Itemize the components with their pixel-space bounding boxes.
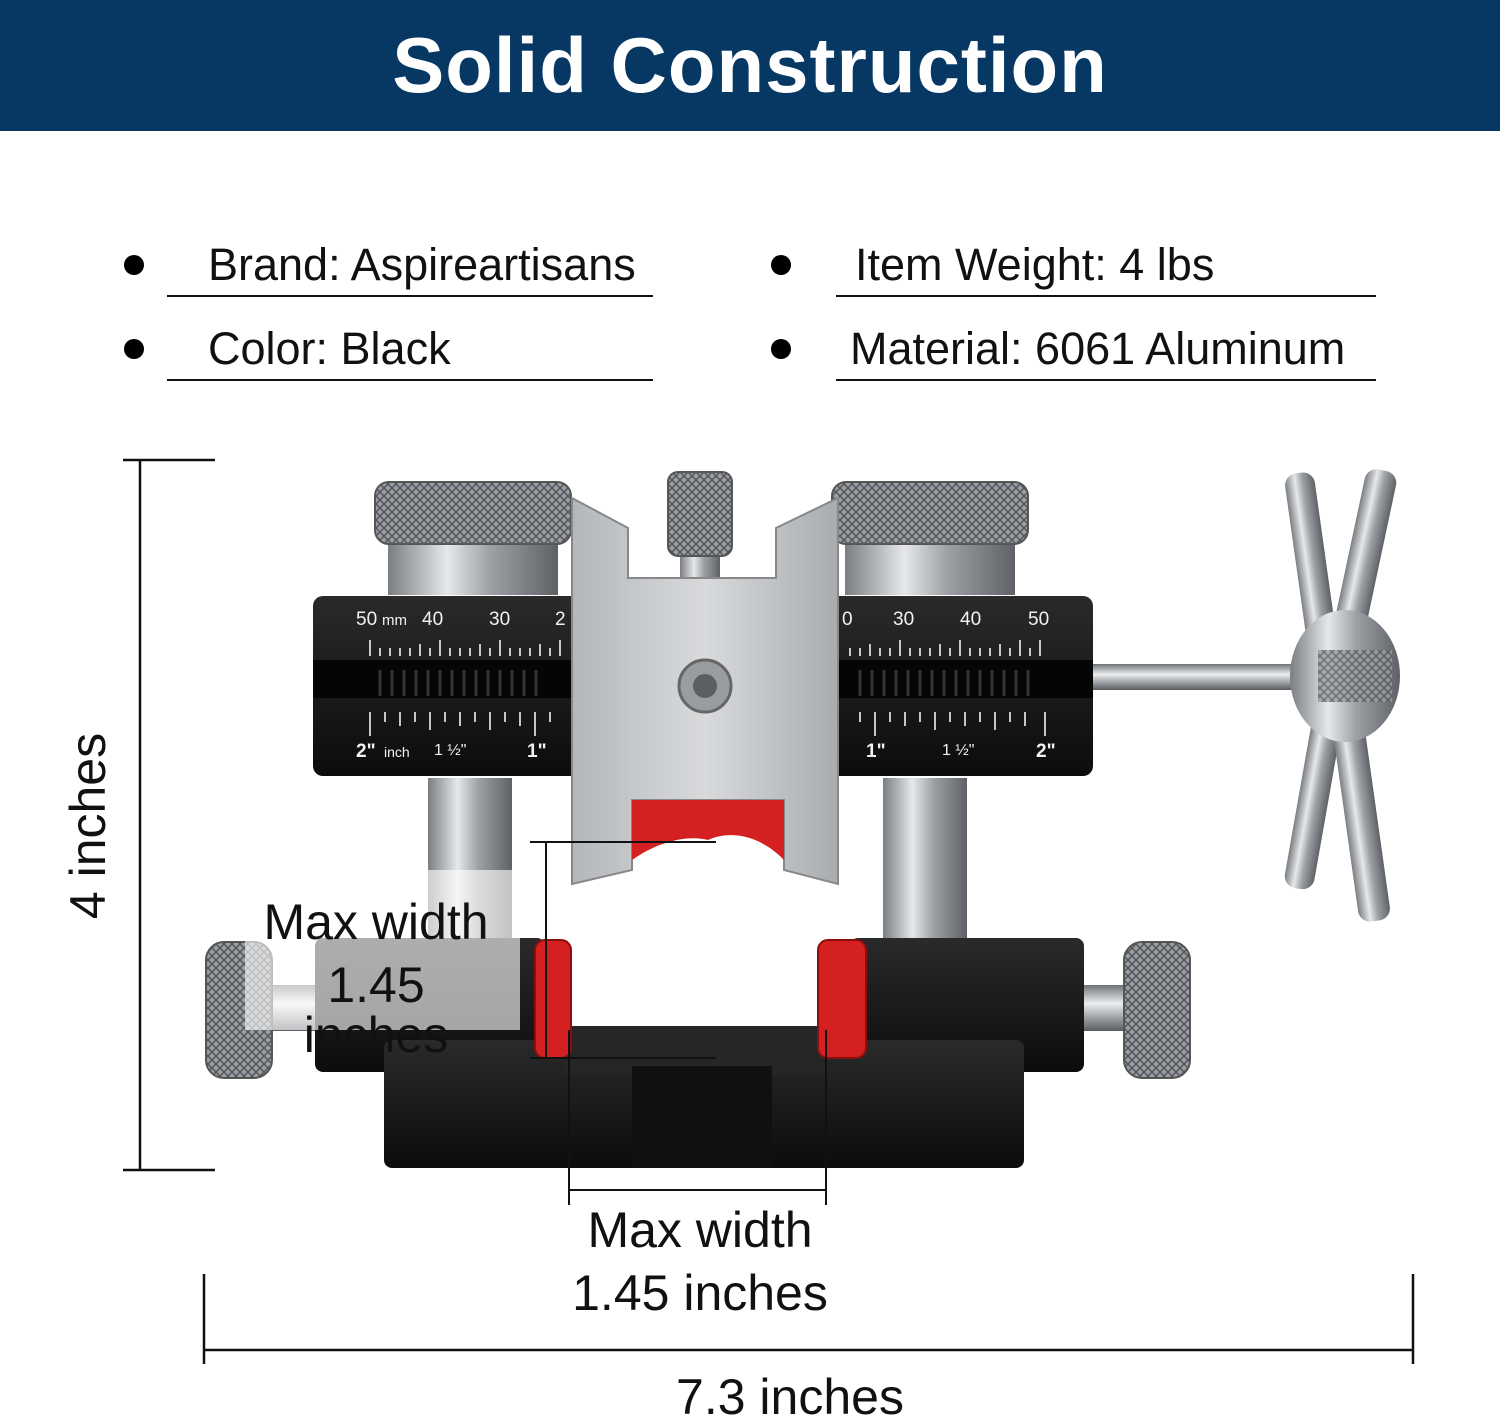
- ruler-mm-label: 0: [842, 609, 853, 630]
- height-label: 4 inches: [60, 732, 116, 920]
- spec-weight-underline: [836, 295, 1376, 297]
- ruler-inch-label: 1": [866, 741, 886, 762]
- ruler-inch-label: 2": [356, 741, 376, 762]
- center-plate: [571, 496, 839, 886]
- ruler-inch-label: 1 ½": [434, 742, 466, 759]
- jaw-measure-lines: [530, 841, 716, 1059]
- spec-color-underline: [167, 379, 653, 381]
- spec-color: Color: Black: [208, 323, 451, 374]
- spec-brand-underline: [167, 295, 653, 297]
- spec-brand: Brand: Aspireartisans: [208, 239, 636, 290]
- t-handle: [1090, 469, 1400, 922]
- ruler-inch-unit: inch: [384, 744, 410, 760]
- ruler-inch-label: 2": [1036, 741, 1056, 762]
- bottom-measure-lines: [568, 1030, 827, 1205]
- bottom-width-label-line1: Max width: [587, 1202, 813, 1258]
- label-backdrop: [245, 870, 520, 1030]
- ruler-mm-label: 30: [893, 609, 914, 630]
- base-body: [315, 938, 1084, 1168]
- ruler-mm-label: 2: [555, 609, 566, 630]
- jaw-width-label-line1: Max width: [263, 894, 489, 950]
- ruler-inch-label: 1": [527, 741, 547, 762]
- red-jaws: [534, 939, 867, 1059]
- right-post: [883, 778, 967, 950]
- ruler-mm-unit: mm: [382, 612, 407, 629]
- ruler-mm-label: 40: [422, 609, 443, 630]
- spec-weight: Item Weight: 4 lbs: [855, 239, 1215, 290]
- bottom-width-label-line2: 1.45 inches: [572, 1265, 828, 1321]
- bullet-color: [124, 339, 144, 359]
- bullet-weight: [771, 255, 791, 275]
- bullet-brand: [124, 255, 144, 275]
- top-knobs: [374, 471, 1029, 595]
- ruler-inch-label: 1 ½": [942, 742, 974, 759]
- ruler-mm-label: 50: [1028, 609, 1049, 630]
- bullet-material: [771, 339, 791, 359]
- jaw-width-label-line2: 1.45 inches: [303, 957, 449, 1063]
- ruler-mm-label: 30: [489, 609, 510, 630]
- spec-material-underline: [836, 379, 1376, 381]
- overall-width-label: 7.3 inches: [676, 1369, 904, 1425]
- ruler-mm-label: 50: [356, 609, 377, 630]
- page-title: Solid Construction: [392, 21, 1108, 109]
- height-dimension-line: [123, 458, 215, 1172]
- ruler-mm-label: 40: [960, 609, 981, 630]
- spec-material: Material: 6061 Aluminum: [850, 323, 1346, 374]
- width-dimension-line: [202, 1274, 1415, 1364]
- header-banner: Solid Construction: [0, 0, 1500, 131]
